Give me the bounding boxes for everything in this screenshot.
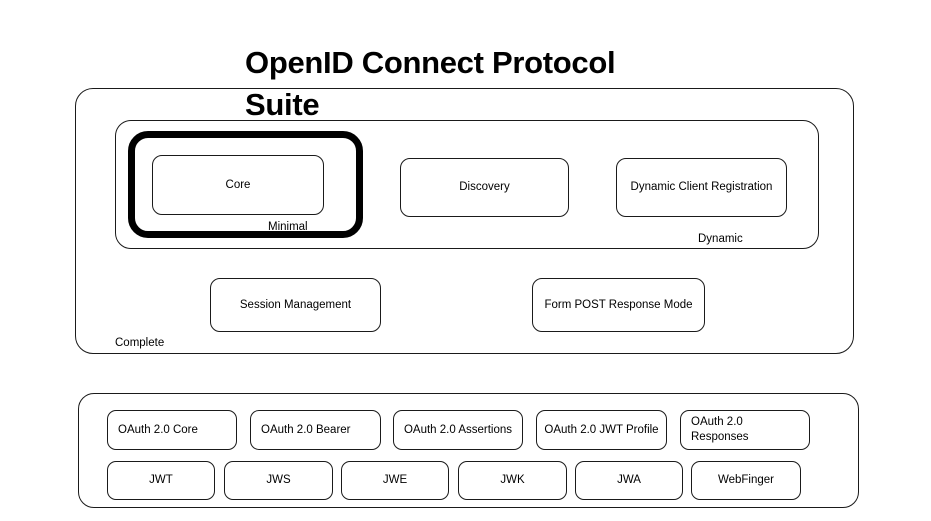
component-oauth-2-0-jwt-profile[interactable]: OAuth 2.0 JWT Profile — [536, 410, 667, 450]
group-label-minimal: Minimal — [268, 221, 308, 233]
group-label-dynamic: Dynamic — [698, 233, 743, 245]
component-oauth-2-0-core[interactable]: OAuth 2.0 Core — [107, 410, 237, 450]
component-discovery[interactable]: Discovery — [400, 158, 569, 217]
component-session-management[interactable]: Session Management — [210, 278, 381, 332]
component-oauth-2-0-responses[interactable]: OAuth 2.0 Responses — [680, 410, 810, 450]
component-jws[interactable]: JWS — [224, 461, 333, 500]
page-title: OpenID Connect Protocol Suite — [245, 45, 616, 122]
component-oauth-2-0-assertions[interactable]: OAuth 2.0 Assertions — [393, 410, 523, 450]
group-complete — [75, 88, 854, 354]
component-dynamic-client-registration[interactable]: Dynamic Client Registration — [616, 158, 787, 217]
group-minimal — [128, 131, 363, 238]
component-jwe[interactable]: JWE — [341, 461, 449, 500]
group-foundation — [78, 393, 859, 508]
component-webfinger[interactable]: WebFinger — [691, 461, 801, 500]
component-jwt[interactable]: JWT — [107, 461, 215, 500]
component-core[interactable]: Core — [152, 155, 324, 215]
group-dynamic — [115, 120, 819, 249]
group-label-complete: Complete — [115, 337, 165, 349]
component-form-post-response-mode[interactable]: Form POST Response Mode — [532, 278, 705, 332]
component-oauth-2-0-bearer[interactable]: OAuth 2.0 Bearer — [250, 410, 381, 450]
component-jwa[interactable]: JWA — [575, 461, 683, 500]
component-jwk[interactable]: JWK — [458, 461, 567, 500]
